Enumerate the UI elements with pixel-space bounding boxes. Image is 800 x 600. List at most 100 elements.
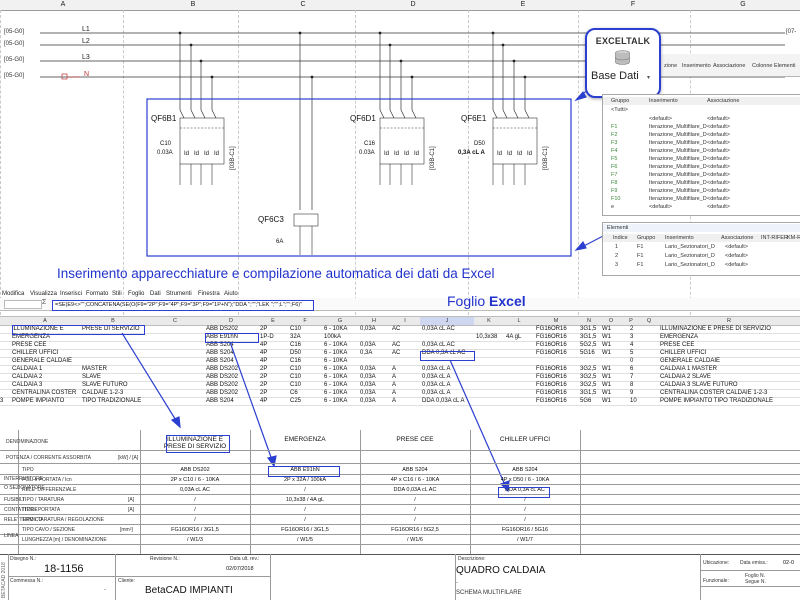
excel-cell-o[interactable]: 3G1,5 <box>580 334 597 340</box>
insert-cell[interactable]: Iterazione_Multifilare_D <box>649 148 707 154</box>
header-gruppo[interactable]: Gruppo <box>611 98 630 104</box>
assoc-cell[interactable]: <default> <box>707 196 730 202</box>
breaker-tag-qf6b1[interactable]: QF6B1 <box>151 114 177 123</box>
excel-cell-m[interactable]: 4A gL <box>506 334 522 340</box>
breaker-tag-qf6d1[interactable]: QF6D1 <box>350 114 376 123</box>
excel-cell-p[interactable]: W1 <box>602 350 611 356</box>
excel-cell-g[interactable]: C10 <box>290 326 302 332</box>
excel-cell-r[interactable]: EMERGENZA <box>660 334 699 340</box>
header-inserimento[interactable]: Inserimento <box>665 235 694 241</box>
excel-cell-j[interactable]: A <box>392 374 397 380</box>
excel-cell-f[interactable]: 2P <box>260 366 268 372</box>
excel-cell-a[interactable]: ILLUMINAZIONE E <box>12 326 64 332</box>
assoc-cell[interactable]: <default> <box>707 188 730 194</box>
chevron-down-icon[interactable]: ▾ <box>647 75 651 81</box>
menu-stili[interactable]: Stili <box>112 291 122 297</box>
excel-cell-p[interactable]: W1 <box>602 366 611 372</box>
excel-cell-g[interactable]: 32A <box>290 334 301 340</box>
excel-cell-g[interactable]: C16 <box>290 358 302 364</box>
excel-cell-e[interactable]: ABB E91hN <box>206 334 239 340</box>
excel-cell-h[interactable]: 6 - 10KA <box>324 374 348 380</box>
header-indice[interactable]: Indice <box>613 235 628 241</box>
excel-cell-i[interactable]: 0,3A <box>360 350 373 356</box>
excel-cell-j[interactable]: AC <box>392 342 401 348</box>
excel-cell-e[interactable]: ABB S204 <box>206 398 234 404</box>
excel-cell-n2[interactable]: FG16OR16 <box>536 334 567 340</box>
excel-cell-n2[interactable]: FG16OR16 <box>536 382 567 388</box>
excel-cell-k[interactable]: 0,03A cL A <box>422 382 451 388</box>
excel-cell-h[interactable]: 6 - 10KA <box>324 398 348 404</box>
element-assoc[interactable]: <default> <box>725 262 748 268</box>
excel-cell-j[interactable]: A <box>392 382 397 388</box>
excel-cell-b[interactable]: MASTER <box>82 366 108 372</box>
element-insert[interactable]: Lario_Sezionatori_D <box>665 244 715 250</box>
insert-cell[interactable]: <default> <box>649 204 672 210</box>
excel-cell-o[interactable]: 5G2,5 <box>580 342 597 348</box>
excel-cell-n2[interactable]: FG16OR16 <box>536 398 567 404</box>
header-associazione[interactable]: Associazione <box>707 98 740 104</box>
excel-cell-k[interactable]: 0,03A cL AC <box>422 326 455 332</box>
function-icon[interactable]: Σ <box>42 299 47 306</box>
excel-cell-e[interactable]: ABB S204 <box>206 350 234 356</box>
ribbon-item-associazione[interactable]: Associazione <box>713 63 746 69</box>
menu-strumenti[interactable]: Strumenti <box>166 291 192 297</box>
formula-input[interactable]: =SE(E9<>"";CONCATENA(SE(O(F9="2P";F9="4P… <box>52 300 314 311</box>
excel-cell-i[interactable]: 0,03A <box>360 366 376 372</box>
header-inserimento[interactable]: Inserimento <box>649 98 678 104</box>
excel-cell-r[interactable]: CENTRALINA COSTER CALDAIE 1-2-3 <box>660 390 768 396</box>
insert-cell[interactable]: Iterazione_Multifilare_D <box>649 140 707 146</box>
insert-cell[interactable]: Iterazione_Multifilare_D <box>649 156 707 162</box>
excel-cell-e[interactable]: ABB DS202 <box>206 382 239 388</box>
excel-cell-q[interactable]: 10 <box>630 398 637 404</box>
assoc-cell[interactable]: <default> <box>707 116 730 122</box>
excel-cell-j[interactable]: A <box>392 398 397 404</box>
excel-cell-a[interactable]: PRESE CEE <box>12 342 47 348</box>
excel-cell-r[interactable]: PRESE CEE <box>660 342 695 348</box>
menu-formato[interactable]: Formato <box>86 291 109 297</box>
excel-cell-k[interactable]: DDA 0,03A cL A <box>422 398 465 404</box>
excel-cell-n2[interactable]: FG16OR16 <box>536 390 567 396</box>
excel-cell-o[interactable]: 5G6 <box>580 398 592 404</box>
excel-cell-a[interactable]: GENERALE CALDAIE <box>12 358 73 364</box>
excel-cell-a[interactable]: EMERGENZA <box>12 334 51 340</box>
insert-cell[interactable]: Iterazione_Multifilare_D <box>649 188 707 194</box>
excel-cell-i[interactable]: 0,03A <box>360 390 376 396</box>
excel-cell-q[interactable]: 9 <box>630 390 634 396</box>
header-gruppo[interactable]: Gruppo <box>637 235 656 241</box>
excel-cell-n2[interactable]: FG16OR16 <box>536 350 567 356</box>
excel-cell-g[interactable]: C6 <box>290 390 298 396</box>
element-insert[interactable]: Lario_Sezionatori_D <box>665 262 715 268</box>
excel-cell-r[interactable]: GENERALE CALDAIE <box>660 358 721 364</box>
excel-cell-g[interactable]: C16 <box>290 342 302 348</box>
excel-cell-b[interactable]: PRESE DI SERVIZIO <box>82 326 140 332</box>
excel-cell-i[interactable]: 0,03A <box>360 382 376 388</box>
excel-cell-q[interactable]: 2 <box>630 326 634 332</box>
excel-cell-q[interactable]: 3 <box>630 334 634 340</box>
base-dati-button[interactable]: Base Dati <box>591 70 639 82</box>
switch-tag-qf6c3[interactable]: QF6C3 <box>258 215 284 224</box>
excel-cell-g[interactable]: C10 <box>290 382 302 388</box>
excel-cell-g[interactable]: C10 <box>290 374 302 380</box>
excel-cell-e[interactable]: ABB S204 <box>206 342 234 348</box>
excel-cell-q[interactable]: 8 <box>630 382 634 388</box>
excel-cell-h[interactable]: 6 - 10KA <box>324 366 348 372</box>
insert-cell[interactable]: Iterazione_Multifilare_D <box>649 124 707 130</box>
excel-cell-r[interactable]: CALDAIA 2 SLAVE <box>660 374 711 380</box>
excel-cell-l[interactable]: 10,3x38 <box>476 334 498 340</box>
excel-cell-q[interactable]: 4 <box>630 342 634 348</box>
excel-cell-n2[interactable]: FG16OR16 <box>536 342 567 348</box>
excel-cell-g[interactable]: C25 <box>290 398 302 404</box>
excel-cell-g[interactable]: D50 <box>290 350 302 356</box>
breaker-tag-qf6e1[interactable]: QF6E1 <box>461 114 487 123</box>
excel-cell-r[interactable]: CALDAIA 1 MASTER <box>660 366 718 372</box>
excel-cell-j[interactable]: A <box>392 390 397 396</box>
excel-cell-h[interactable]: 6 - 10KA <box>324 390 348 396</box>
excel-cell-i[interactable]: 0,03A <box>360 398 376 404</box>
excel-cell-p[interactable]: W1 <box>602 326 611 332</box>
menu-visualizza[interactable]: Visualizza <box>30 291 57 297</box>
insert-cell[interactable]: Iterazione_Multifilare_D <box>649 132 707 138</box>
insert-cell[interactable]: Iterazione_Multifilare_D <box>649 196 707 202</box>
excel-cell-n2[interactable]: FG16OR16 <box>536 366 567 372</box>
insert-cell[interactable]: <default> <box>649 116 672 122</box>
ribbon-item-colonne-elementi[interactable]: Colonne Elementi <box>752 63 796 69</box>
